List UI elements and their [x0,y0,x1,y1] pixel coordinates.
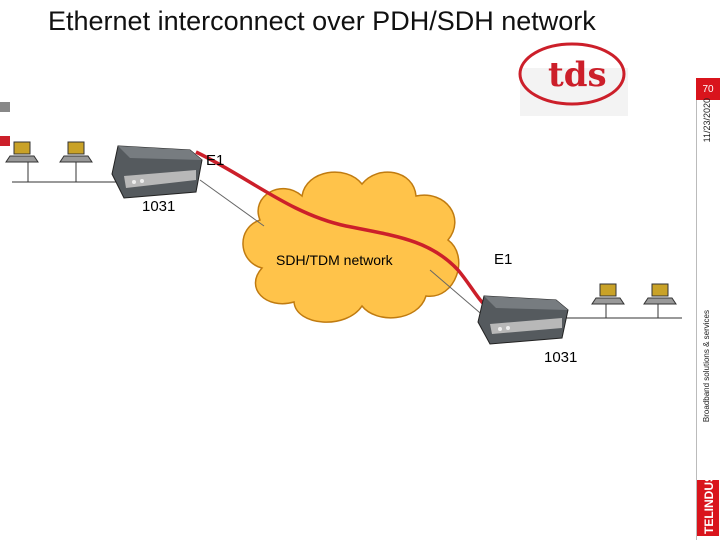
network-label: SDH/TDM network [276,252,393,268]
router-icon [111,145,203,199]
network-diagram [5,141,682,345]
laptop-icon [59,141,93,163]
connector-bottom [429,269,487,319]
page-number: 70 [702,84,714,95]
slide-date: 11/23/2020 [702,98,712,143]
slide-tagline: Broadband solutions & services [702,310,711,423]
right-sidebar [696,78,720,540]
device-label-top: 1031 [142,198,176,215]
device-label-bottom: 1031 [544,349,578,366]
connector-top [199,179,265,227]
tds-logo: tds [518,42,628,116]
margin-mark [0,102,10,112]
logo-text: tds [548,55,607,95]
margin-mark [0,136,10,146]
e1-label-bottom: E1 [494,251,513,268]
brand-text: TELINDUS [702,480,716,534]
e1-label-top: E1 [206,152,225,169]
e1-link [195,150,490,310]
slide-title: Ethernet interconnect over PDH/SDH netwo… [48,6,596,36]
laptop-icon [643,283,677,305]
telindus-brand: TELINDUS [697,480,719,536]
laptop-icon [591,283,625,305]
router-icon [477,295,569,345]
laptop-icon [5,141,39,163]
